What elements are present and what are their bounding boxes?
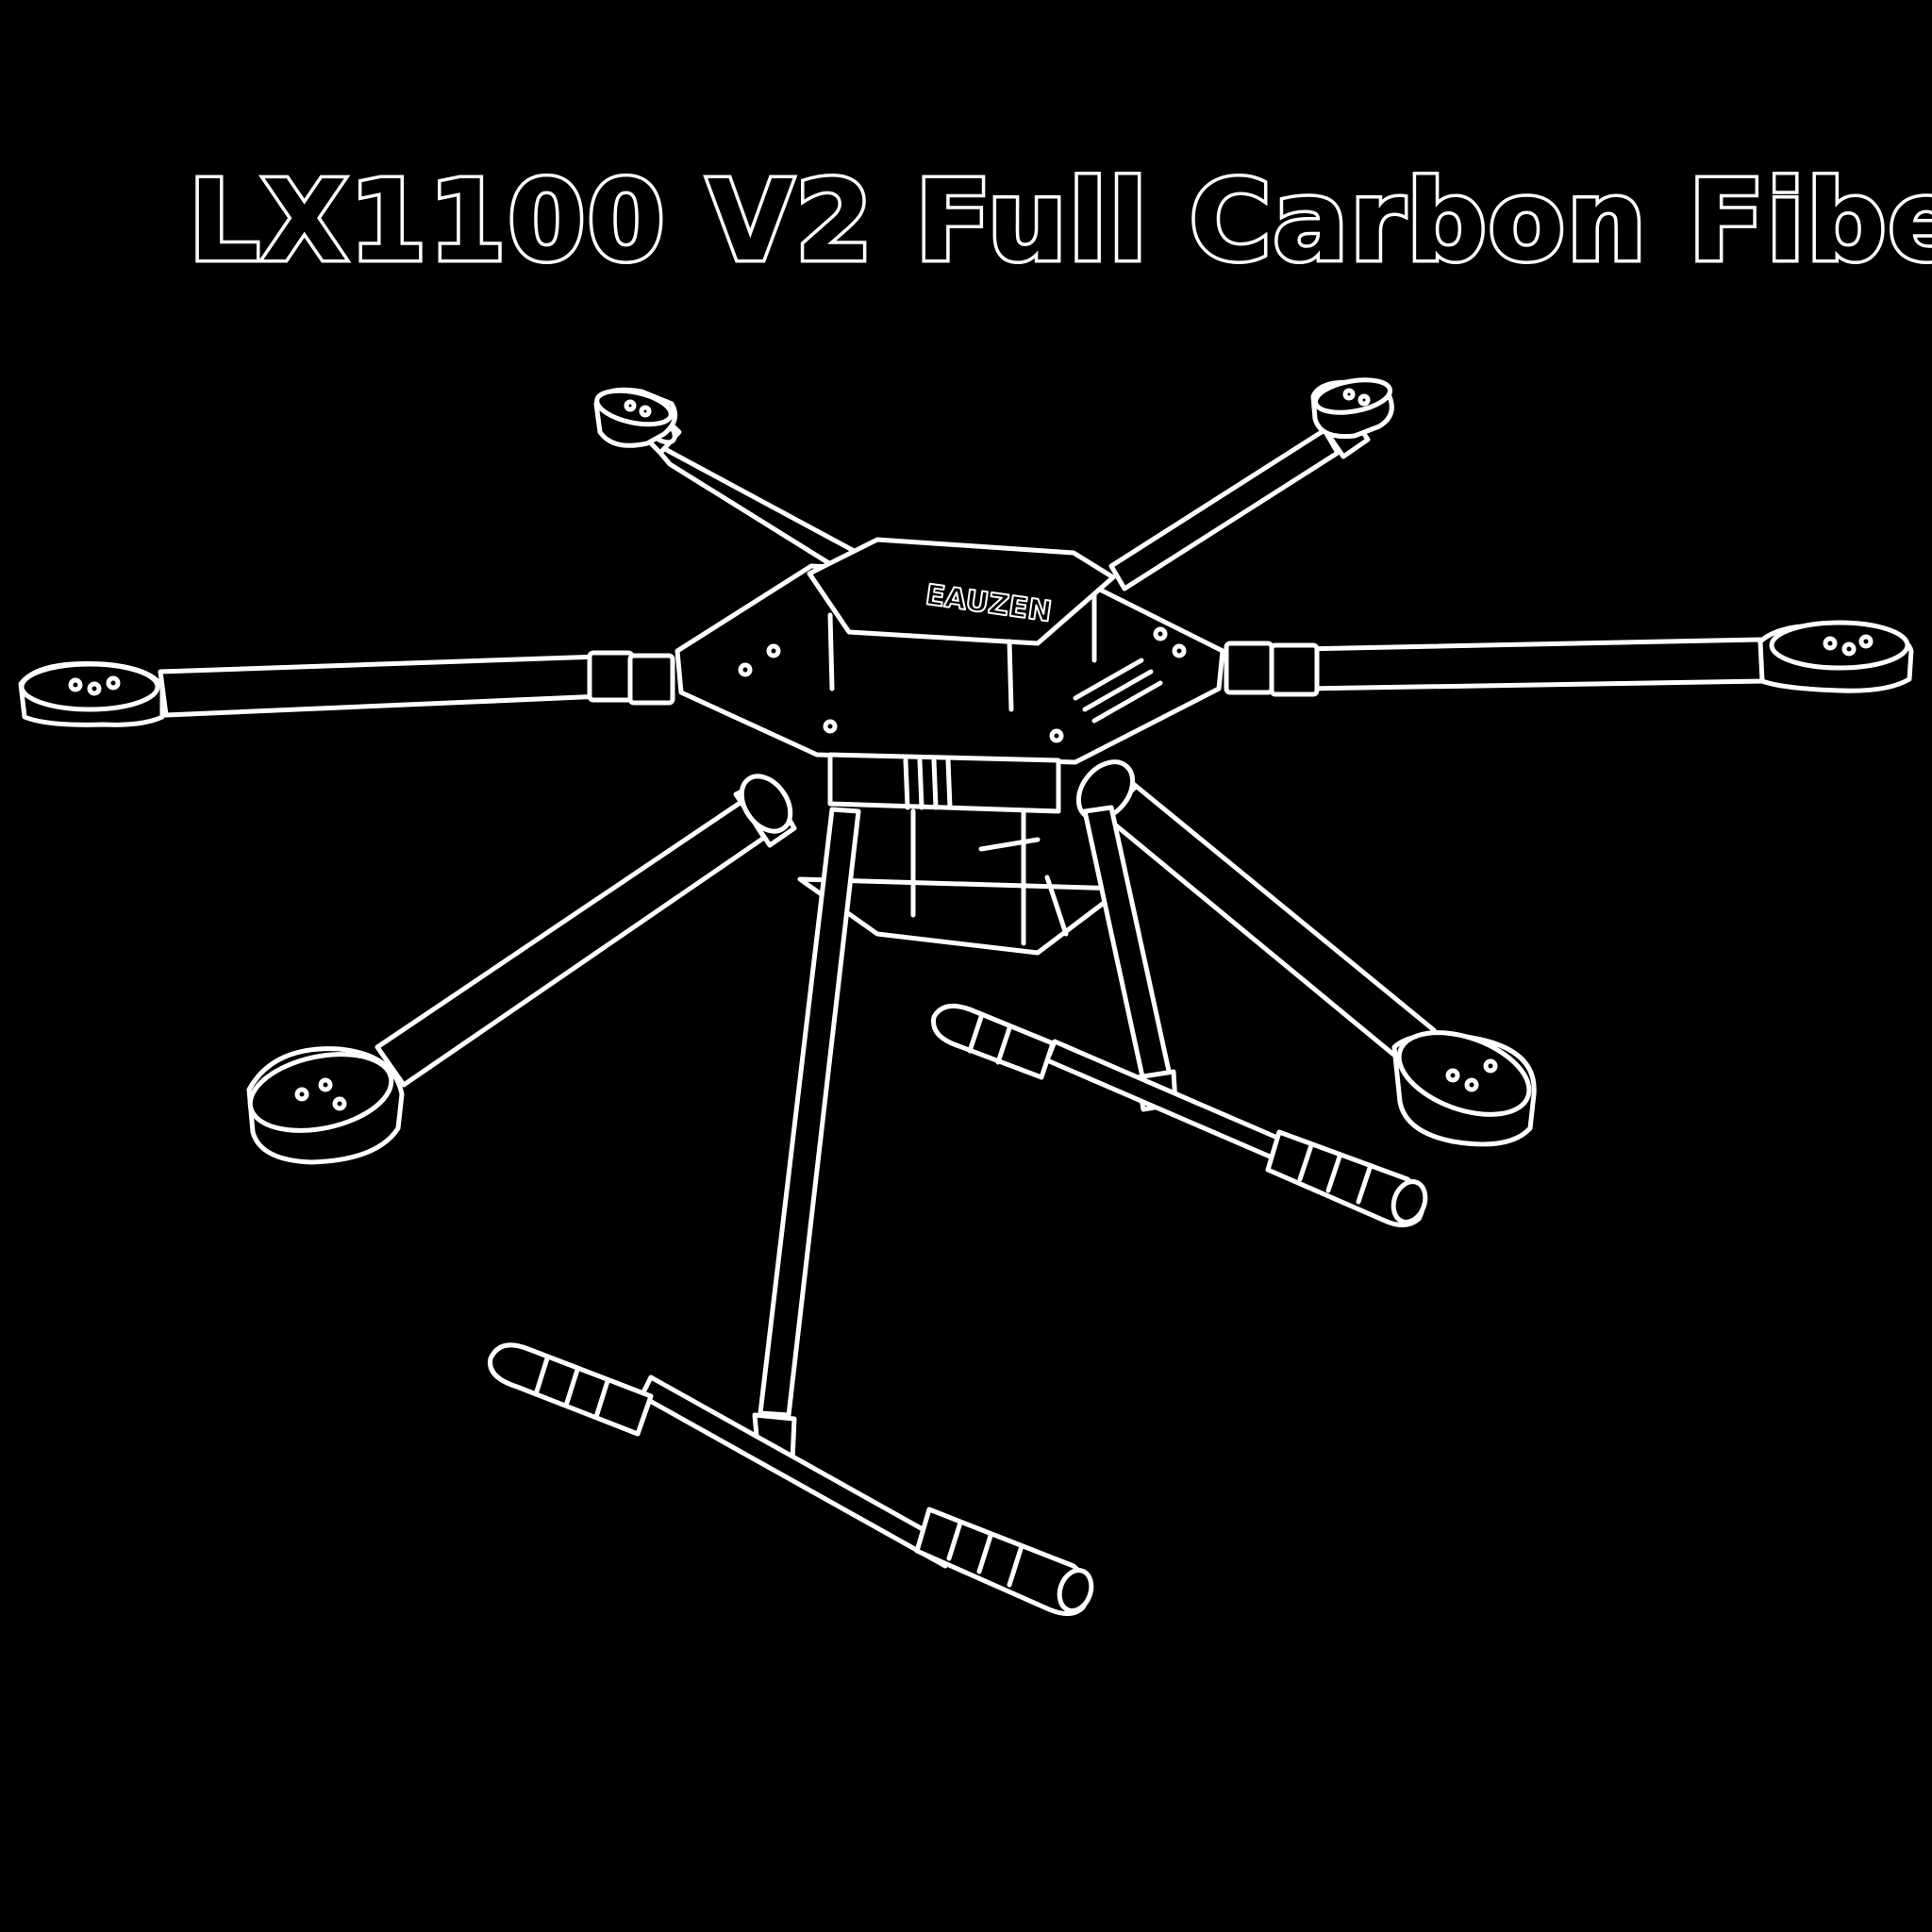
product-title: LX1100 V2 Full Carbon Fiber [186, 153, 1932, 290]
landing-leg-left [755, 809, 858, 1460]
center-plate: EAUZEN [677, 540, 1223, 762]
motor-mount-lower-left [243, 1042, 402, 1162]
motor-mount-lower-right [1388, 1017, 1540, 1144]
motor-mount-left [21, 663, 162, 724]
arm-upper-right [1111, 411, 1368, 589]
motor-mount-right [1760, 623, 1911, 691]
motor-mount-upper-right [1313, 375, 1392, 436]
arm-lower-right [1068, 752, 1434, 1066]
landing-skid-front [491, 1345, 1097, 1615]
arm-left [160, 653, 673, 715]
motor-mount-upper-left [594, 385, 675, 445]
arm-lower-left [377, 767, 800, 1085]
battery-tray [800, 755, 1123, 953]
landing-skid-rear [934, 1006, 1431, 1226]
arm-right [1226, 640, 1764, 694]
